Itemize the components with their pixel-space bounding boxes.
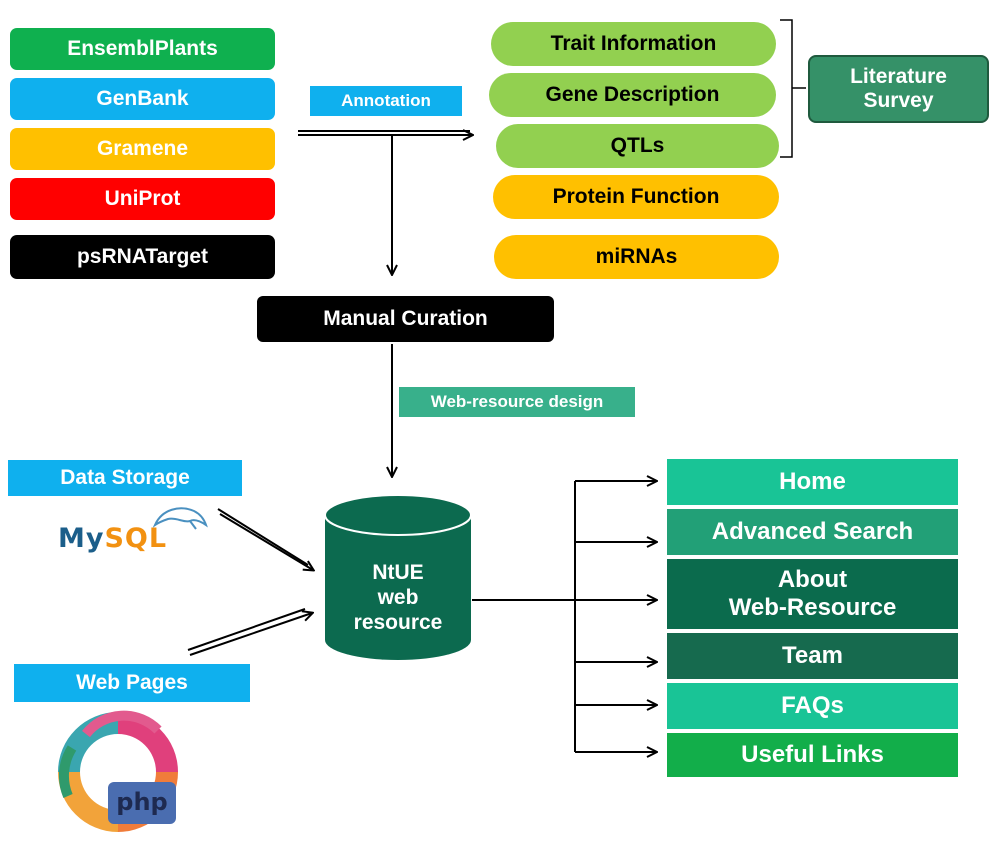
web-pages-label: Web Pages: [14, 664, 250, 702]
menu-team: Team: [667, 633, 958, 679]
menu-advanced-search: Advanced Search: [667, 509, 958, 555]
source-ensemblplants: EnsemblPlants: [10, 28, 275, 70]
menu-faqs: FAQs: [667, 683, 958, 729]
literature-brace: [780, 19, 806, 158]
php-logo: php: [48, 704, 188, 838]
menu-connectors: [472, 481, 656, 752]
source-gramene: Gramene: [10, 128, 275, 170]
dolphin-icon: [152, 507, 208, 530]
data-storage-label: Data Storage: [8, 460, 242, 496]
mysql-sql: SQL: [104, 523, 168, 554]
literature-survey-box: Literature Survey: [808, 55, 989, 123]
ntue-web-resource-label: NtUE web resource: [325, 560, 471, 636]
pill-qtls: QTLs: [496, 124, 779, 168]
menu-about-line1: About: [777, 566, 848, 594]
pill-trait-information: Trait Information: [491, 22, 776, 66]
menu-useful-links: Useful Links: [667, 733, 958, 777]
source-genbank: GenBank: [10, 78, 275, 120]
pill-gene-description: Gene Description: [489, 73, 776, 117]
menu-about-web-resource: About Web-Resource: [667, 559, 958, 629]
webpages-arrow: [187, 608, 312, 656]
pill-protein-function: Protein Function: [493, 175, 779, 219]
db-line3: resource: [353, 611, 443, 635]
mysql-my: My: [58, 523, 105, 554]
source-uniprot: UniProt: [10, 178, 275, 220]
literature-line2: Survey: [863, 89, 934, 112]
php-badge: php: [108, 782, 176, 824]
web-resource-design-label: Web-resource design: [399, 387, 635, 417]
menu-home: Home: [667, 459, 958, 505]
db-line2: web: [377, 586, 419, 610]
annotation-arrow: [298, 131, 472, 135]
annotation-label: Annotation: [310, 86, 462, 116]
menu-about-line2: Web-Resource: [728, 594, 897, 621]
storage-arrow: [217, 508, 313, 570]
source-psrnatarget: psRNATarget: [10, 235, 275, 279]
database-cylinder: [324, 494, 472, 660]
manual-curation-box: Manual Curation: [257, 296, 554, 342]
pill-mirnas: miRNAs: [494, 235, 779, 279]
db-line1: NtUE: [372, 561, 424, 584]
mysql-logo: MySQL: [58, 503, 218, 554]
literature-line1: Literature: [850, 64, 947, 88]
